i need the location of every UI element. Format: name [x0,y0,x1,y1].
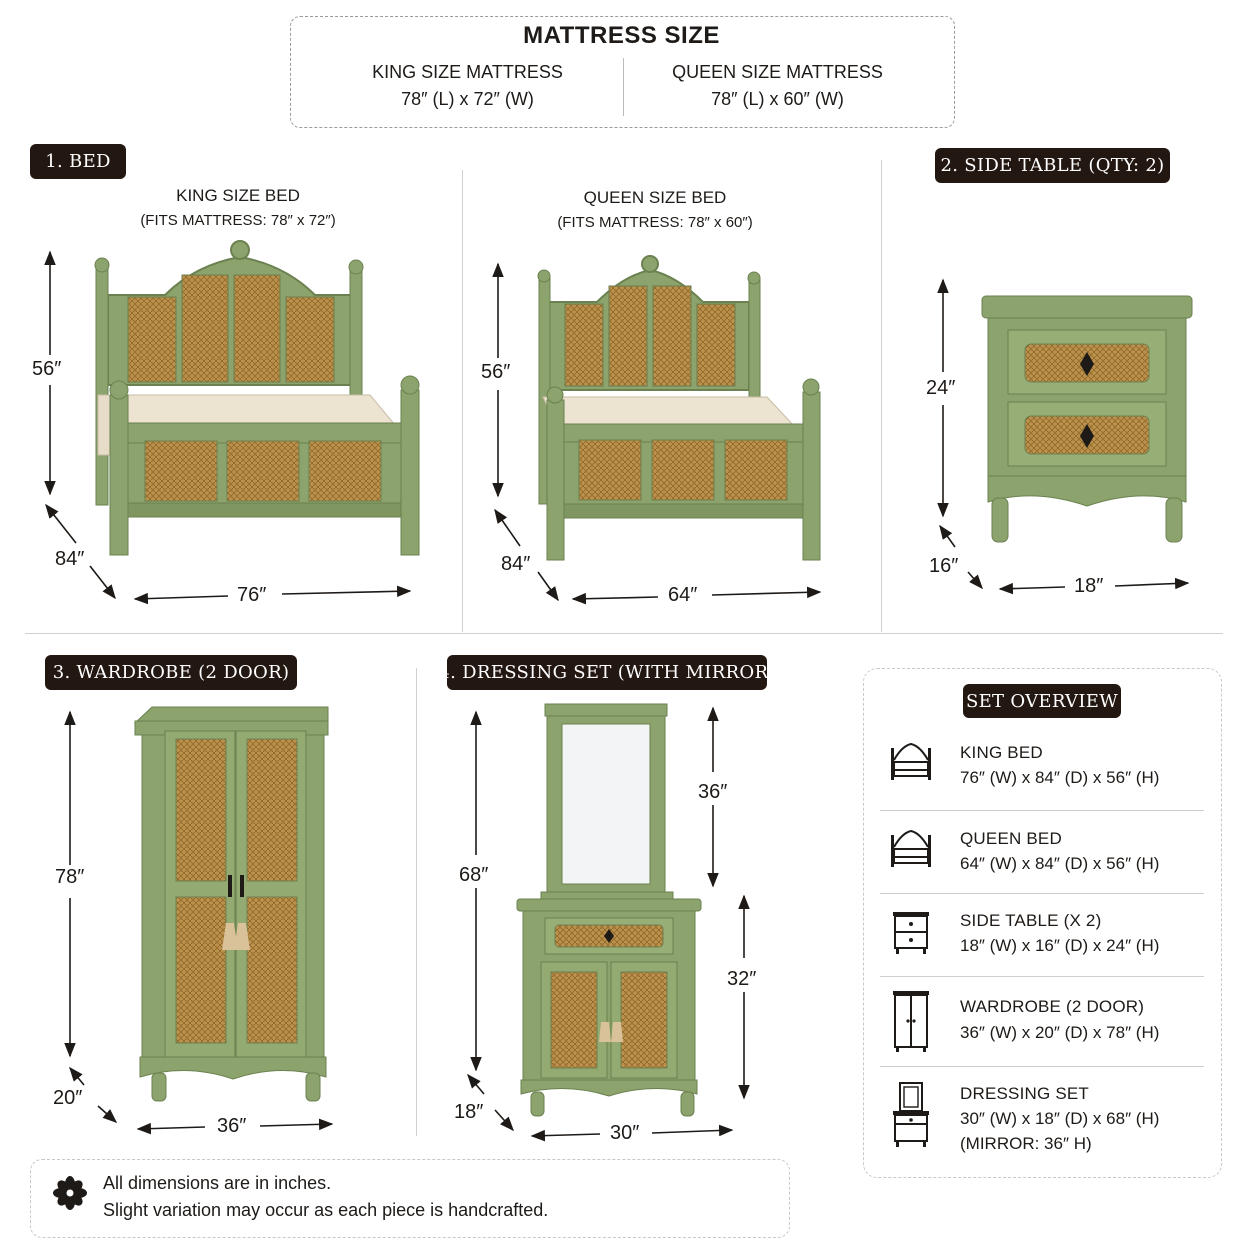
wardrobe-dimension-lines [64,710,334,1135]
side-table-dimension-lines [937,278,1190,595]
bed-icon [891,829,931,867]
king-bed-depth: 84″ [55,548,85,570]
wardrobe-depth: 20″ [53,1087,83,1109]
king-mattress-size: 78″ (L) x 72″ (W) [401,89,534,109]
wardrobe-height: 78″ [55,866,85,888]
queen-bed-depth: 84″ [501,553,531,575]
king-mattress-label: KING SIZE MATTRESS [372,62,563,82]
overview-item-dims: 64″ (W) x 84″ (D) x 56″ (H) [960,854,1160,873]
overview-item-dims: 30″ (W) x 18″ (D) x 68″ (H) [960,1109,1160,1128]
overview-separator [880,893,1204,894]
side-table-tag: 2. SIDE TABLE (QTY: 2) [935,148,1170,183]
dressing-set-illustration [516,703,702,1117]
side-table-height: 24″ [926,377,956,399]
overview-separator [880,976,1204,977]
mattress-size-title: MATTRESS SIZE [523,22,720,49]
king-bed-height: 56″ [32,358,62,380]
note-line-1: All dimensions are in inches. [103,1173,332,1193]
queen-mattress-size: 78″ (L) x 60″ (W) [711,89,844,109]
note-line-2: Slight variation may occur as each piece… [103,1200,549,1220]
wardrobe-width: 36″ [217,1115,247,1137]
queen-bed-width: 64″ [668,584,698,606]
side-table-icon [893,912,929,954]
king-bed-width: 76″ [237,584,267,606]
dressing-total-height: 68″ [459,864,489,886]
queen-bed-fits: (FITS MATTRESS: 78″ x 60″) [557,214,753,231]
queen-bed-dimension-lines [492,262,822,605]
mattress-divider [623,58,624,116]
queen-bed-title: QUEEN SIZE BED [583,188,727,207]
dressing-width: 30″ [610,1122,640,1144]
side-table-illustration [981,295,1193,543]
king-bed-fits: (FITS MATTRESS: 78″ x 72″) [140,212,336,229]
overview-separator [880,1066,1204,1067]
flower-icon [53,1176,87,1210]
divider-side-table [881,160,882,632]
dressing-set-tag: 4. DRESSING SET (WITH MIRROR) [438,655,775,690]
overview-separator [880,810,1204,811]
overview-item-name: QUEEN BED [960,829,1062,848]
dressing-set-dimension-lines [467,706,750,1142]
overview-item-dims: 76″ (W) x 84″ (D) x 56″ (H) [960,768,1160,787]
king-bed-title: KING SIZE BED [176,186,300,205]
king-bed-dimension-lines [44,250,412,605]
divider-beds [462,170,463,632]
note-box [30,1159,790,1238]
overview-item-name: WARDROBE (2 DOOR) [960,997,1145,1016]
wardrobe-icon [893,991,929,1052]
bed-icon [891,742,931,780]
divider-horizontal [25,633,1223,634]
set-overview-panel [863,668,1222,1178]
dressing-depth: 18″ [454,1101,484,1123]
overview-item-extra: (MIRROR: 36″ H) [960,1134,1092,1153]
divider-wardrobe [416,668,417,1136]
queen-mattress-label: QUEEN SIZE MATTRESS [672,62,883,82]
dressing-set-icon [893,1082,929,1147]
mattress-size-box [290,16,955,128]
dressing-mirror-height: 36″ [698,781,728,803]
overview-item-dims: 36″ (W) x 20″ (D) x 78″ (H) [960,1023,1160,1042]
dressing-table-height: 32″ [727,968,757,990]
king-bed-illustration [94,240,420,556]
bed-tag: 1. BED [30,144,126,179]
side-table-depth: 16″ [929,555,959,577]
wardrobe-illustration [133,706,329,1102]
side-table-width: 18″ [1074,575,1104,597]
overview-item-name: DRESSING SET [960,1084,1089,1103]
queen-bed-illustration [537,255,821,561]
queen-bed-height: 56″ [481,361,511,383]
overview-item-name: KING BED [960,743,1043,762]
set-overview-title: SET OVERVIEW [963,684,1121,718]
overview-item-name: SIDE TABLE (X 2) [960,911,1102,930]
wardrobe-tag: 3. WARDROBE (2 DOOR) [45,655,297,690]
overview-item-dims: 18″ (W) x 16″ (D) x 24″ (H) [960,936,1160,955]
